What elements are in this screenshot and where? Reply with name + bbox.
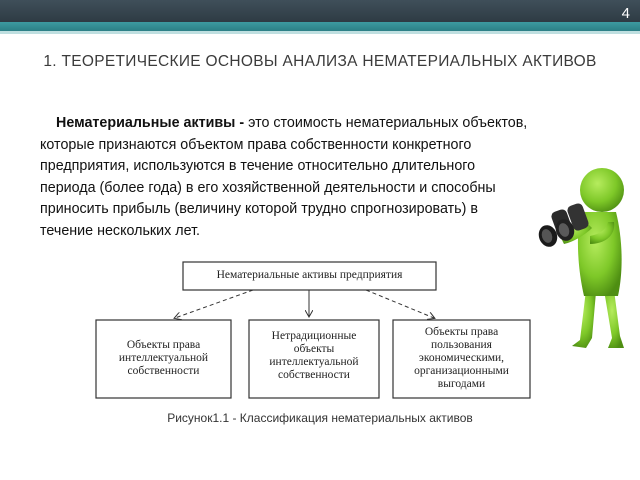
slide-number: 4 xyxy=(621,5,630,22)
slide-header-bar xyxy=(0,0,640,22)
diagram-box-center xyxy=(248,319,380,399)
slide-title: 1. ТЕОРЕТИЧЕСКИЕ ОСНОВЫ АНАЛИЗА НЕМАТЕРИ… xyxy=(43,53,597,70)
figure-caption: Рисунок1.1 - Классификация нематериальны… xyxy=(167,411,473,425)
binoculars-figure-illustration xyxy=(538,168,624,348)
definition-line-2: которые признаются объектом права собств… xyxy=(40,136,472,153)
definition-term: Нематериальные активы - xyxy=(56,115,245,131)
definition-line-4: периода (более года) в его хозяйственной… xyxy=(40,179,496,196)
diagram-root-label: Нематериальные активы предприятия xyxy=(216,269,403,281)
diagram-left-label: Объекты права интеллектуальной собственн… xyxy=(118,339,209,377)
diagram-box-right xyxy=(392,319,531,399)
definition-line-1: Нематериальные активы - это стоимость не… xyxy=(56,115,528,131)
definition-paragraph: Нематериальные активы - это стоимость не… xyxy=(40,113,590,242)
definition-line-5: приносить прибыль (величину которой труд… xyxy=(40,201,478,217)
binoculars-icon xyxy=(538,203,589,247)
diagram-center-label: Нетрадиционные объекты интеллектуальной … xyxy=(269,330,359,381)
slide-accent-line xyxy=(0,31,640,34)
definition-line-6: течение нескольких лет. xyxy=(40,222,201,239)
diagram-right-label: Объекты права пользования экономическими… xyxy=(414,326,509,390)
slide-accent-strip xyxy=(0,22,640,31)
arrow-to-right-box xyxy=(365,289,434,318)
arrow-to-left-box xyxy=(175,289,254,318)
definition-line-3: предприятия, используются в течение отно… xyxy=(40,158,476,174)
diagram-box-left xyxy=(95,319,232,399)
